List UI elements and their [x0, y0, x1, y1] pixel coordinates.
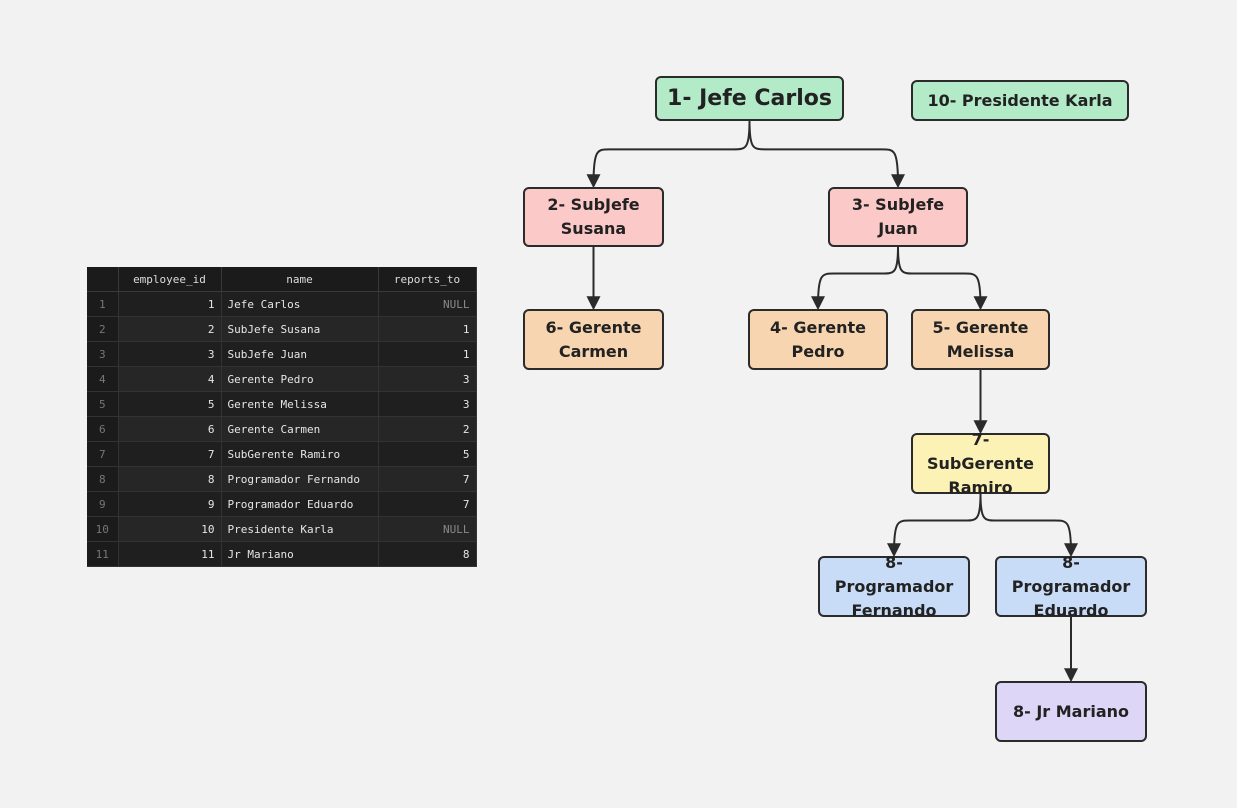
reports-to-cell: 1	[378, 341, 477, 367]
name-cell: Jr Mariano	[221, 541, 379, 567]
node-label: 2- SubJefe	[547, 195, 640, 214]
org-node-jr-mariano[interactable]: 8- Jr Mariano	[995, 681, 1147, 742]
org-node-subjefe-juan[interactable]: 3- SubJefe Juan	[828, 187, 968, 247]
row-number-cell: 8	[87, 466, 119, 492]
name-cell: SubJefe Juan	[221, 341, 379, 367]
row-number-cell: 9	[87, 491, 119, 517]
name-cell: Gerente Carmen	[221, 416, 379, 442]
employee-id-cell: 9	[118, 491, 222, 517]
employee-id-cell: 1	[118, 291, 222, 317]
employee-id-cell: 8	[118, 466, 222, 492]
row-number-cell: 11	[87, 541, 119, 567]
name-cell: Jefe Carlos	[221, 291, 379, 317]
connector-carlos-to-juan	[748, 120, 905, 189]
connector-carlos-to-susana	[586, 120, 751, 189]
node-label: Eduardo	[1033, 600, 1109, 620]
employee-id-cell: 2	[118, 316, 222, 342]
column-header-reports-to[interactable]: reports_to	[378, 267, 477, 292]
org-node-presidente-karla[interactable]: 10- Presidente Karla	[911, 80, 1129, 121]
org-node-subjefe-susana[interactable]: 2- SubJefe Susana	[523, 187, 664, 247]
reports-to-cell: 5	[378, 441, 477, 467]
connector-ramiro-to-eduardo	[979, 493, 1078, 558]
connector-ramiro-to-fernando	[887, 493, 982, 558]
node-label: 4- Gerente	[770, 317, 866, 337]
name-cell: SubJefe Susana	[221, 316, 379, 342]
reports-to-cell: 2	[378, 416, 477, 442]
row-number-header	[87, 267, 119, 292]
reports-to-cell: NULL	[378, 516, 477, 542]
org-node-gerente-pedro[interactable]: 4- Gerente Pedro	[748, 309, 888, 370]
name-cell: Programador Fernando	[221, 466, 379, 492]
row-number-cell: 4	[87, 366, 119, 392]
reports-to-cell: 7	[378, 491, 477, 517]
connector-juan-to-melissa	[897, 246, 988, 311]
employee-id-cell: 7	[118, 441, 222, 467]
node-label: Melissa	[946, 341, 1015, 361]
node-label: Carmen	[558, 341, 629, 361]
column-header-name[interactable]: name	[221, 267, 379, 292]
table-header-row: employee_id name reports_to	[87, 267, 477, 292]
node-label: 7- SubGerente	[927, 429, 1034, 473]
name-cell: Presidente Karla	[221, 516, 379, 542]
org-node-subgerente-ramiro[interactable]: 7- SubGerente Ramiro	[911, 429, 1050, 497]
node-label: Fernando	[851, 600, 937, 620]
employee-id-cell: 4	[118, 366, 222, 392]
employee-id-cell: 5	[118, 391, 222, 417]
connector-juan-to-pedro	[811, 246, 899, 311]
row-number-cell: 10	[87, 516, 119, 542]
reports-to-cell: 3	[378, 366, 477, 392]
reports-to-cell: NULL	[378, 291, 477, 317]
name-cell: SubGerente Ramiro	[221, 441, 379, 467]
node-label: 10- Presidente Karla	[927, 90, 1113, 110]
org-node-jefe-carlos[interactable]: 1- Jefe Carlos	[655, 76, 844, 121]
row-number-cell: 3	[87, 341, 119, 367]
node-label: Ramiro	[948, 477, 1013, 497]
employee-id-cell: 11	[118, 541, 222, 567]
org-node-gerente-melissa[interactable]: 5- Gerente Melissa	[911, 309, 1050, 370]
org-node-programador-fernando[interactable]: 8- Programador Fernando	[818, 552, 970, 620]
name-cell: Gerente Melissa	[221, 391, 379, 417]
node-label: 8- Programador	[834, 552, 954, 596]
row-number-cell: 7	[87, 441, 119, 467]
employee-id-cell: 10	[118, 516, 222, 542]
node-label: 8- Jr Mariano	[1012, 701, 1130, 721]
node-label: 8- Programador	[1011, 552, 1131, 596]
node-label: Juan	[878, 219, 918, 238]
node-label: 1- Jefe Carlos	[667, 86, 832, 111]
row-number-cell: 1	[87, 291, 119, 317]
employee-id-cell: 3	[118, 341, 222, 367]
reports-to-cell: 1	[378, 316, 477, 342]
name-cell: Programador Eduardo	[221, 491, 379, 517]
node-label: 5- Gerente	[932, 317, 1029, 337]
node-label: 3- SubJefe	[851, 195, 945, 214]
name-cell: Gerente Pedro	[221, 366, 379, 392]
row-number-cell: 6	[87, 416, 119, 442]
node-label: Pedro	[791, 341, 845, 361]
reports-to-cell: 8	[378, 541, 477, 567]
reports-to-cell: 7	[378, 466, 477, 492]
node-label: 6- Gerente	[545, 317, 642, 337]
row-number-cell: 2	[87, 316, 119, 342]
row-number-cell: 5	[87, 391, 119, 417]
org-node-gerente-carmen[interactable]: 6- Gerente Carmen	[523, 309, 664, 370]
reports-to-cell: 3	[378, 391, 477, 417]
org-node-programador-eduardo[interactable]: 8- Programador Eduardo	[995, 552, 1147, 620]
column-header-employee-id[interactable]: employee_id	[118, 267, 222, 292]
node-label: Susana	[560, 219, 627, 238]
employee-id-cell: 6	[118, 416, 222, 442]
